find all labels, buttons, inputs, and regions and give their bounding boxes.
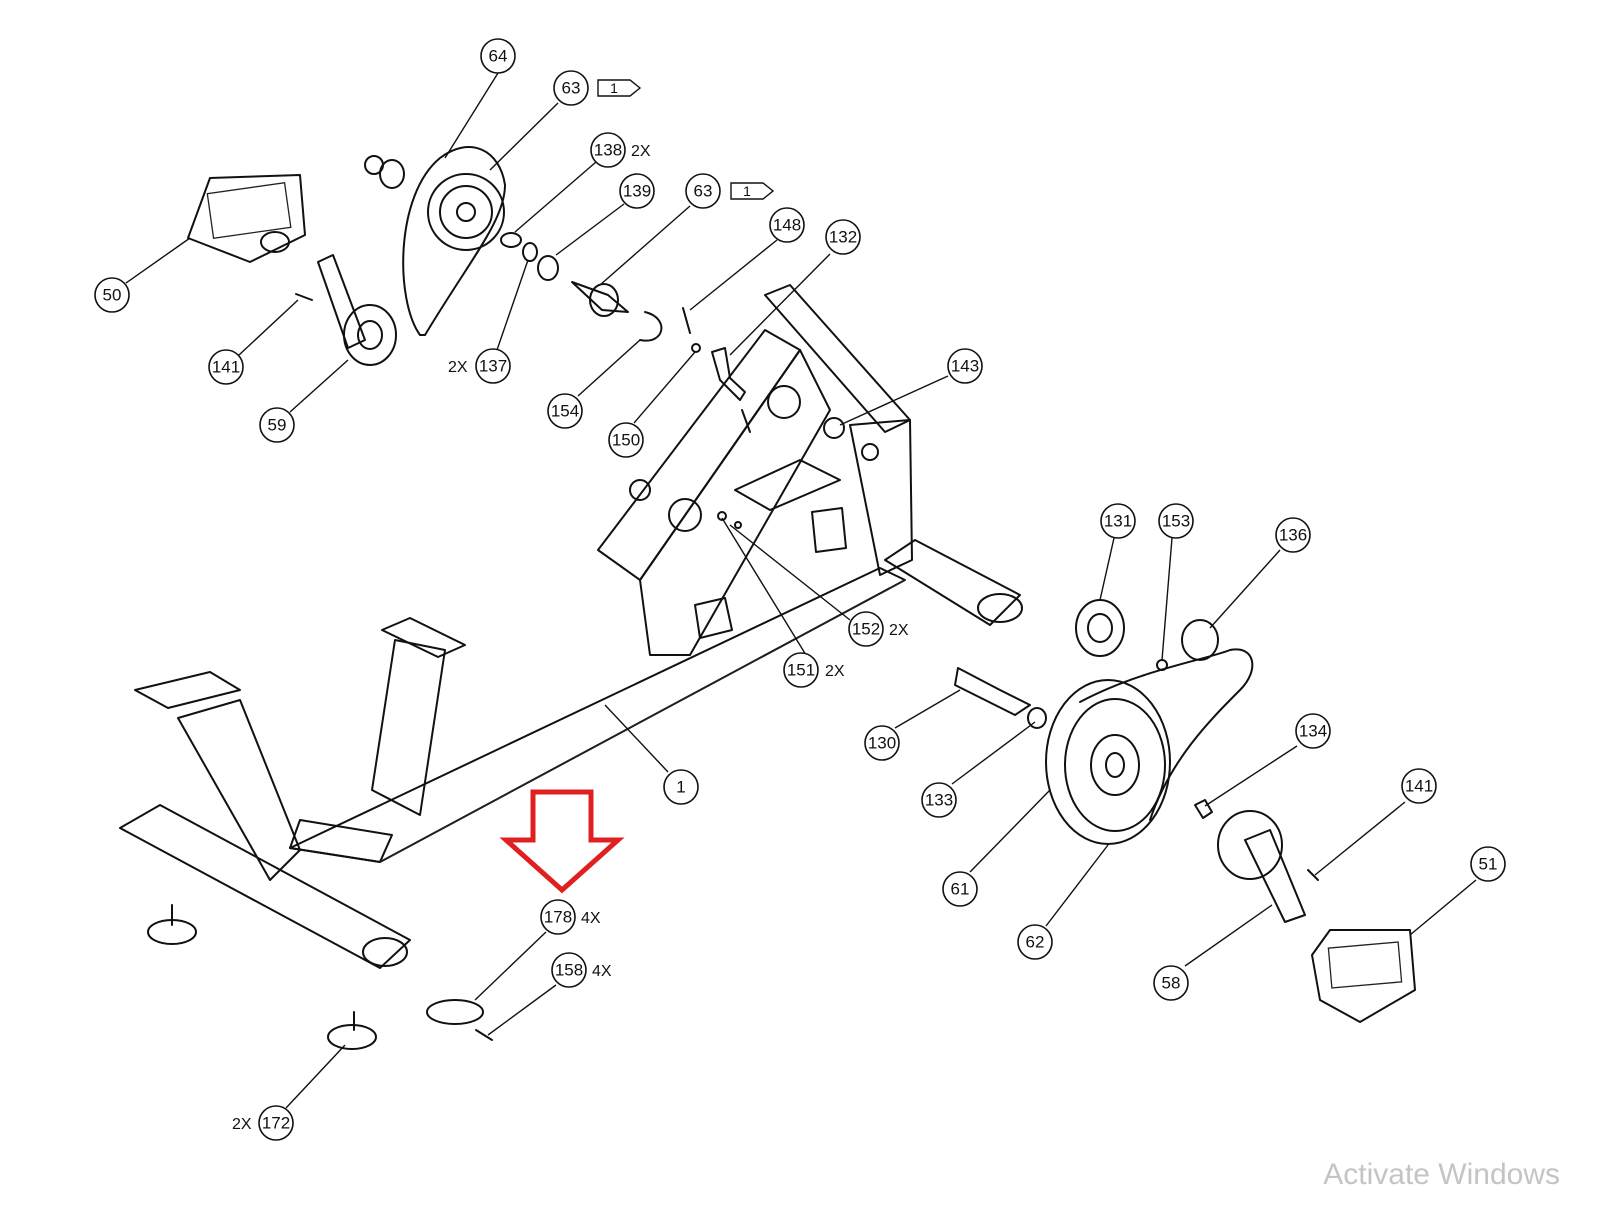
callout-130: 130: [864, 725, 900, 761]
callout-62: 62: [1017, 924, 1053, 960]
svg-text:61: 61: [951, 880, 970, 899]
activate-windows-watermark: Activate Windows: [1323, 1158, 1560, 1191]
callout-136: 136: [1275, 517, 1311, 553]
svg-text:50: 50: [103, 286, 122, 305]
small-hardware: [500, 232, 845, 529]
revision-flag-upper: 1: [597, 79, 642, 97]
part-drawings: [119, 146, 1416, 1050]
svg-text:131: 131: [1104, 512, 1132, 531]
leveling-feet: [147, 904, 493, 1050]
svg-text:150: 150: [612, 431, 640, 450]
svg-text:64: 64: [489, 47, 508, 66]
svg-text:63: 63: [694, 182, 713, 201]
callout-141-right: 141: [1401, 768, 1437, 804]
qty-151: 2X: [825, 663, 845, 680]
svg-text:51: 51: [1479, 855, 1498, 874]
callout-150: 150: [608, 422, 644, 458]
left-pedal: [187, 174, 306, 263]
qty-178: 4X: [581, 910, 601, 927]
main-frame: [119, 284, 1023, 969]
callout-51: 51: [1470, 846, 1506, 882]
svg-text:138: 138: [594, 141, 622, 160]
callout-139: 139: [619, 173, 655, 209]
callout-133: 133: [921, 782, 957, 818]
callout-143: 143: [947, 348, 983, 384]
svg-text:58: 58: [1162, 974, 1181, 993]
svg-text:59: 59: [268, 416, 287, 435]
qty-152: 2X: [889, 622, 909, 639]
leader-lines: [125, 72, 1477, 1109]
svg-text:1: 1: [610, 80, 618, 96]
svg-text:133: 133: [925, 791, 953, 810]
svg-text:136: 136: [1279, 526, 1307, 545]
callout-153: 153: [1158, 503, 1194, 539]
callout-137: 137: [475, 348, 511, 384]
callout-141-left: 141: [208, 349, 244, 385]
callout-151: 151: [783, 652, 819, 688]
svg-text:178: 178: [544, 908, 572, 927]
svg-text:137: 137: [479, 357, 507, 376]
callout-50: 50: [94, 277, 130, 313]
callout-178: 178: [540, 899, 576, 935]
callout-134: 134: [1295, 713, 1331, 749]
callout-154: 154: [547, 393, 583, 429]
svg-text:152: 152: [852, 620, 880, 639]
svg-text:154: 154: [551, 402, 579, 421]
callout-138: 138: [590, 132, 626, 168]
svg-text:172: 172: [262, 1114, 290, 1133]
qty-158: 4X: [592, 963, 612, 980]
svg-text:141: 141: [212, 358, 240, 377]
callout-59: 59: [259, 407, 295, 443]
callout-1: 1: [663, 769, 699, 805]
svg-text:134: 134: [1299, 722, 1327, 741]
upper-pulley-belt: [364, 146, 506, 336]
svg-text:143: 143: [951, 357, 979, 376]
qty-137: 2X: [448, 359, 468, 376]
svg-text:1: 1: [676, 778, 685, 797]
callout-131: 131: [1100, 503, 1136, 539]
svg-text:139: 139: [623, 182, 651, 201]
callout-63-upper: 63: [553, 70, 589, 106]
revision-flag-lower: 1: [730, 182, 775, 200]
callout-152: 152: [848, 611, 884, 647]
left-crank: [295, 254, 397, 366]
callout-61: 61: [942, 871, 978, 907]
svg-text:148: 148: [773, 216, 801, 235]
svg-text:132: 132: [829, 228, 857, 247]
callout-64: 64: [480, 38, 516, 74]
svg-text:158: 158: [555, 961, 583, 980]
red-highlight-arrow: [499, 789, 625, 894]
qty-172: 2X: [232, 1116, 252, 1133]
svg-text:130: 130: [868, 734, 896, 753]
svg-text:151: 151: [787, 661, 815, 680]
svg-text:62: 62: [1026, 933, 1045, 952]
callout-172: 172: [258, 1105, 294, 1141]
svg-text:141: 141: [1405, 777, 1433, 796]
callout-58: 58: [1153, 965, 1189, 1001]
callout-balloons: 64 63 1 138 2X 139 63 1 148 132: [94, 38, 1506, 1141]
svg-text:1: 1: [743, 183, 751, 199]
callout-158: 158: [551, 952, 587, 988]
callout-63-lower: 63: [685, 173, 721, 209]
callout-148: 148: [769, 207, 805, 243]
svg-text:153: 153: [1162, 512, 1190, 531]
right-drive-assembly: [954, 599, 1416, 1023]
callout-132: 132: [825, 219, 861, 255]
qty-138: 2X: [631, 143, 651, 160]
svg-text:63: 63: [562, 79, 581, 98]
